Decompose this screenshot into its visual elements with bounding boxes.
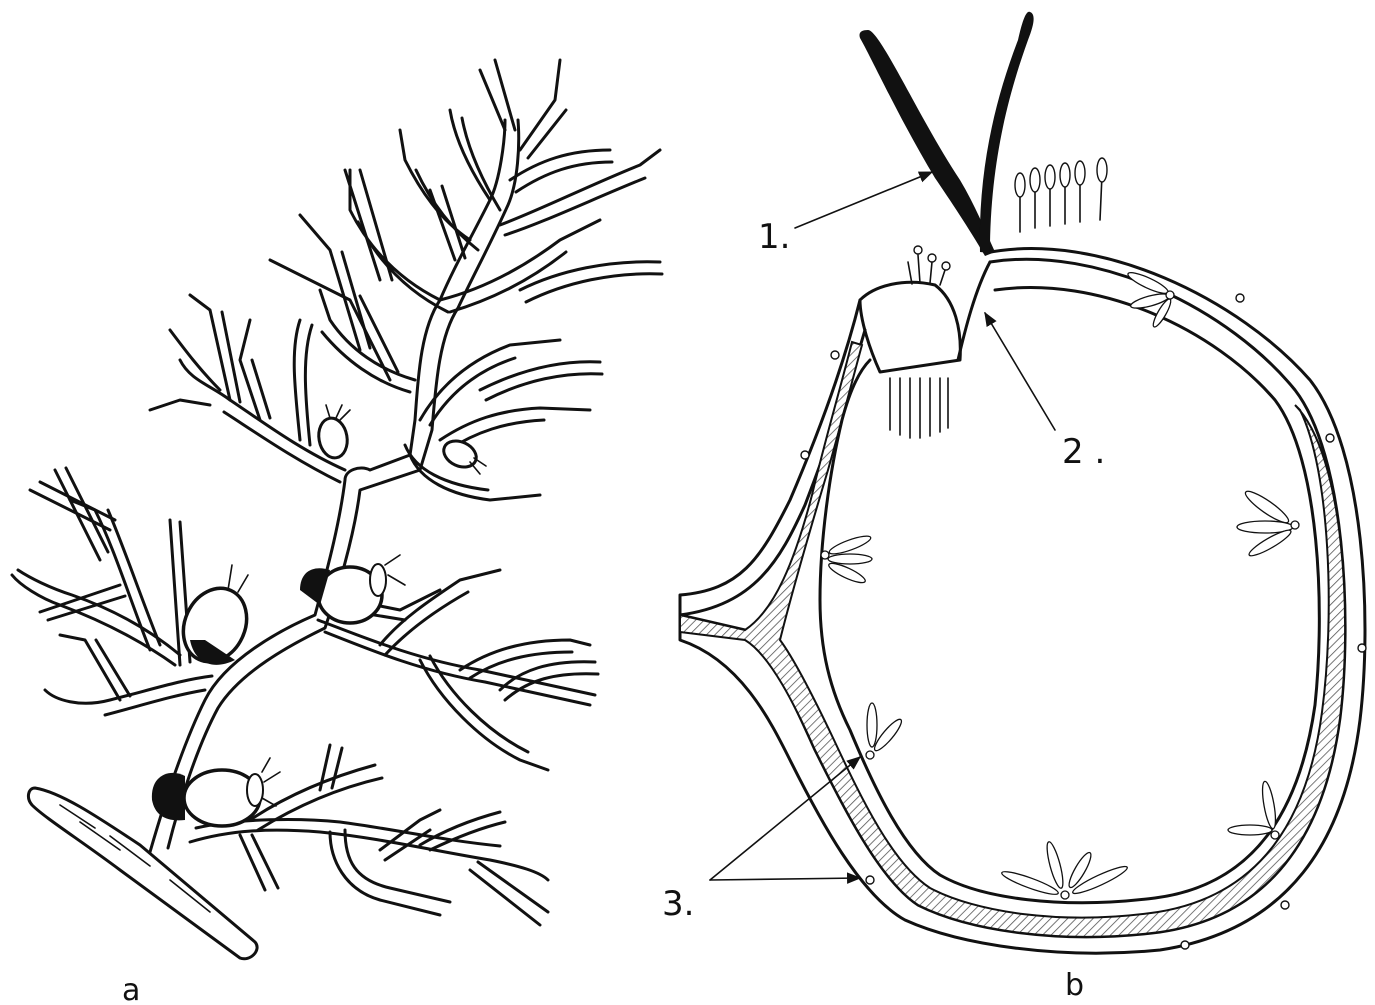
spines [859,12,1033,256]
top-tuft [1015,158,1107,232]
operculum [860,246,960,438]
leader-lines [710,172,1055,880]
hatched-layer [680,342,1345,937]
panel-a-drawing: a [12,60,662,1005]
label-2: 2 . [1062,432,1105,472]
zooid-bud-5 [152,758,280,826]
label-3: 3. [662,884,694,924]
middle-left-branches [12,468,212,715]
zooid-bud-1 [316,405,351,460]
panel-a-label: a [122,973,140,1005]
label-1: 1. [758,217,790,257]
zooid-bud-2 [440,436,486,474]
slit [958,262,990,360]
inner-wall [820,288,1319,903]
panel-b-drawing: 1. 2 . 3. b [662,12,1366,1003]
upper-branches [150,60,662,500]
lower-branches [190,745,548,925]
inner-tufts [821,269,1299,899]
panel-b-label: b [1065,968,1084,1003]
